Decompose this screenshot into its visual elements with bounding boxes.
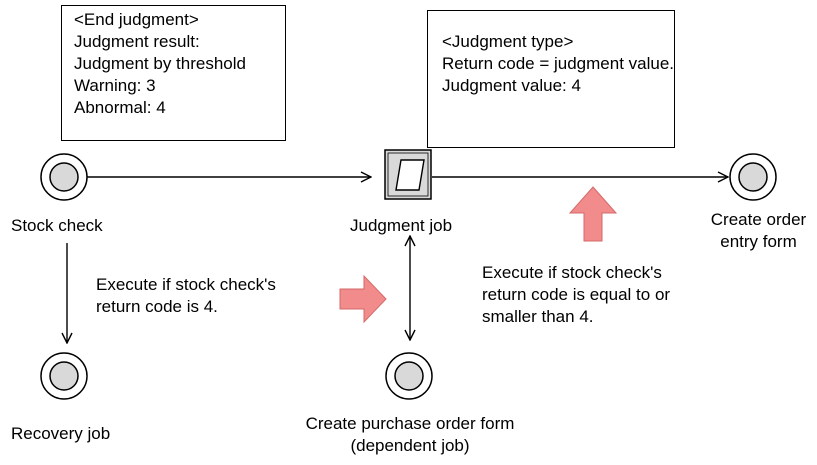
create-order-entry-form-label: Create order entry form [700, 209, 817, 253]
right-pointing-highlight-arrow [339, 274, 387, 324]
end-judgment-line: Judgment by threshold [74, 54, 246, 73]
left-note-line: return code is 4. [96, 297, 218, 316]
judgment-job-node[interactable] [384, 149, 432, 200]
create-order-entry-form-node[interactable] [729, 153, 777, 201]
end-judgment-line: <End judgment> [74, 10, 199, 29]
right-note-line: smaller than 4. [482, 307, 594, 326]
right-note-line: Execute if stock check's [482, 263, 662, 282]
stock-check-node[interactable] [40, 153, 88, 201]
order-entry-label-line: Create order [710, 210, 807, 229]
end-judgment-line: Abnormal: 4 [74, 98, 166, 117]
judgment-type-box: <Judgment type> Return code = judgment v… [427, 10, 675, 148]
purchase-order-label-line: Create purchase order form [305, 414, 515, 433]
up-pointing-highlight-arrow [568, 186, 618, 242]
judgment-type-line: Return code = judgment value. [442, 54, 675, 73]
recovery-job-node[interactable] [40, 352, 88, 400]
judgment-job-label: Judgment job [350, 216, 453, 235]
end-judgment-line: Judgment result: [74, 32, 200, 51]
stock-check-label: Stock check [11, 216, 103, 235]
end-judgment-line: Warning: 3 [74, 76, 156, 95]
left-condition-note: Execute if stock check's return code is … [96, 274, 276, 318]
recovery-job-label: Recovery job [11, 424, 111, 443]
judgment-type-line: Judgment value: 4 [442, 76, 581, 95]
create-purchase-order-form-label: Create purchase order form (dependent jo… [279, 413, 541, 457]
right-note-line: return code is equal to or [482, 285, 671, 304]
judgment-type-line: <Judgment type> [442, 32, 574, 51]
create-purchase-order-form-node[interactable] [385, 352, 433, 400]
order-entry-label-line: entry form [720, 232, 797, 251]
purchase-order-label-line: (dependent job) [350, 436, 470, 455]
end-judgment-box: <End judgment> Judgment result: Judgment… [61, 5, 286, 141]
left-note-line: Execute if stock check's [96, 275, 276, 294]
right-condition-note: Execute if stock check's return code is … [482, 262, 670, 328]
